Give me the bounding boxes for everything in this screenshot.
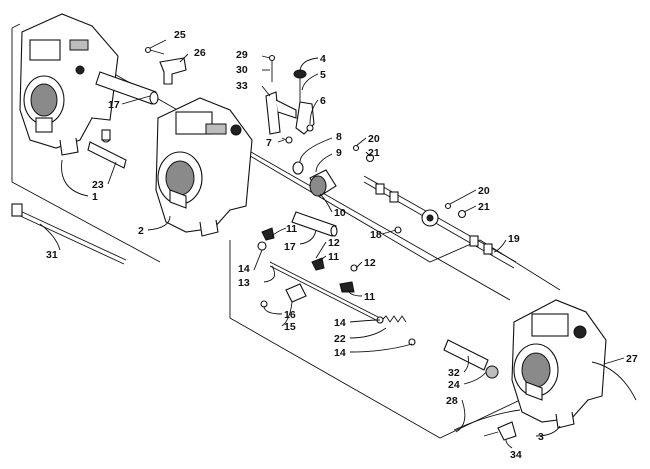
callout-34: 34 xyxy=(510,449,522,461)
callout-14-c: 14 xyxy=(334,347,346,359)
callout-24: 24 xyxy=(448,379,460,391)
callout-labels: 25 26 17 23 1 2 29 30 33 4 5 6 7 8 9 10 … xyxy=(46,29,638,461)
callout-8: 8 xyxy=(336,131,342,143)
callout-20-lower: 20 xyxy=(478,185,490,197)
linkage-rod-part-13 xyxy=(257,227,381,323)
callout-7: 7 xyxy=(266,137,272,149)
callout-11-c: 11 xyxy=(364,291,375,303)
tube-part-17-lower xyxy=(291,211,338,237)
callout-16: 16 xyxy=(284,309,296,321)
callout-14-b: 14 xyxy=(334,317,346,329)
bracket-part-26 xyxy=(144,46,187,85)
callout-19: 19 xyxy=(508,233,520,245)
callout-5: 5 xyxy=(320,69,326,81)
callout-4: 4 xyxy=(320,53,326,65)
knob-part-4 xyxy=(293,69,315,135)
callout-32: 32 xyxy=(448,367,460,379)
callout-26: 26 xyxy=(194,47,206,59)
callout-11-b: 11 xyxy=(328,251,339,263)
cable-part-27 xyxy=(591,361,637,401)
tube-part-17-upper xyxy=(95,71,159,105)
callout-17-lower: 17 xyxy=(284,241,296,253)
callout-13: 13 xyxy=(238,277,250,289)
carburetor-1 xyxy=(19,13,119,156)
callout-23: 23 xyxy=(92,179,104,191)
cable-part-28 xyxy=(453,409,521,431)
fitting-part-23 xyxy=(87,129,127,169)
spring-part-22 xyxy=(376,315,416,346)
callout-33: 33 xyxy=(236,80,248,92)
assembly-outline xyxy=(11,23,561,439)
callout-27: 27 xyxy=(626,353,638,365)
callout-9: 9 xyxy=(336,147,342,159)
callout-21-lower: 21 xyxy=(478,201,490,213)
callout-14-a: 14 xyxy=(238,263,250,275)
callout-12-b: 12 xyxy=(364,257,376,269)
callout-28: 28 xyxy=(446,395,458,407)
callout-1: 1 xyxy=(92,191,98,203)
bracket-part-33 xyxy=(265,54,297,135)
screw-part-7 xyxy=(281,136,293,144)
callout-11-a: 11 xyxy=(286,223,297,235)
callout-25: 25 xyxy=(174,29,186,41)
callout-29: 29 xyxy=(236,49,248,61)
rod-part-31 xyxy=(11,203,127,265)
sleeve-part-9 xyxy=(292,161,337,197)
callout-2: 2 xyxy=(138,225,144,237)
callout-18: 18 xyxy=(370,229,382,241)
callout-21-upper: 21 xyxy=(368,147,380,159)
callout-12-a: 12 xyxy=(328,237,340,249)
callout-30: 30 xyxy=(236,64,248,76)
callout-17-upper: 17 xyxy=(108,99,120,111)
callout-10: 10 xyxy=(334,207,346,219)
callout-22: 22 xyxy=(334,333,346,345)
leader-lines xyxy=(39,39,625,449)
bracket-part-34 xyxy=(483,421,517,441)
screws-part-20-21 xyxy=(352,144,467,234)
callout-15: 15 xyxy=(284,321,296,333)
callout-3: 3 xyxy=(538,431,544,443)
throttle-shaft-part-19 xyxy=(363,175,517,269)
carburetor-3 xyxy=(511,299,607,429)
callout-31: 31 xyxy=(46,249,58,261)
carburetor-2 xyxy=(155,97,253,237)
callout-20-upper: 20 xyxy=(368,133,380,145)
callout-6: 6 xyxy=(320,95,326,107)
